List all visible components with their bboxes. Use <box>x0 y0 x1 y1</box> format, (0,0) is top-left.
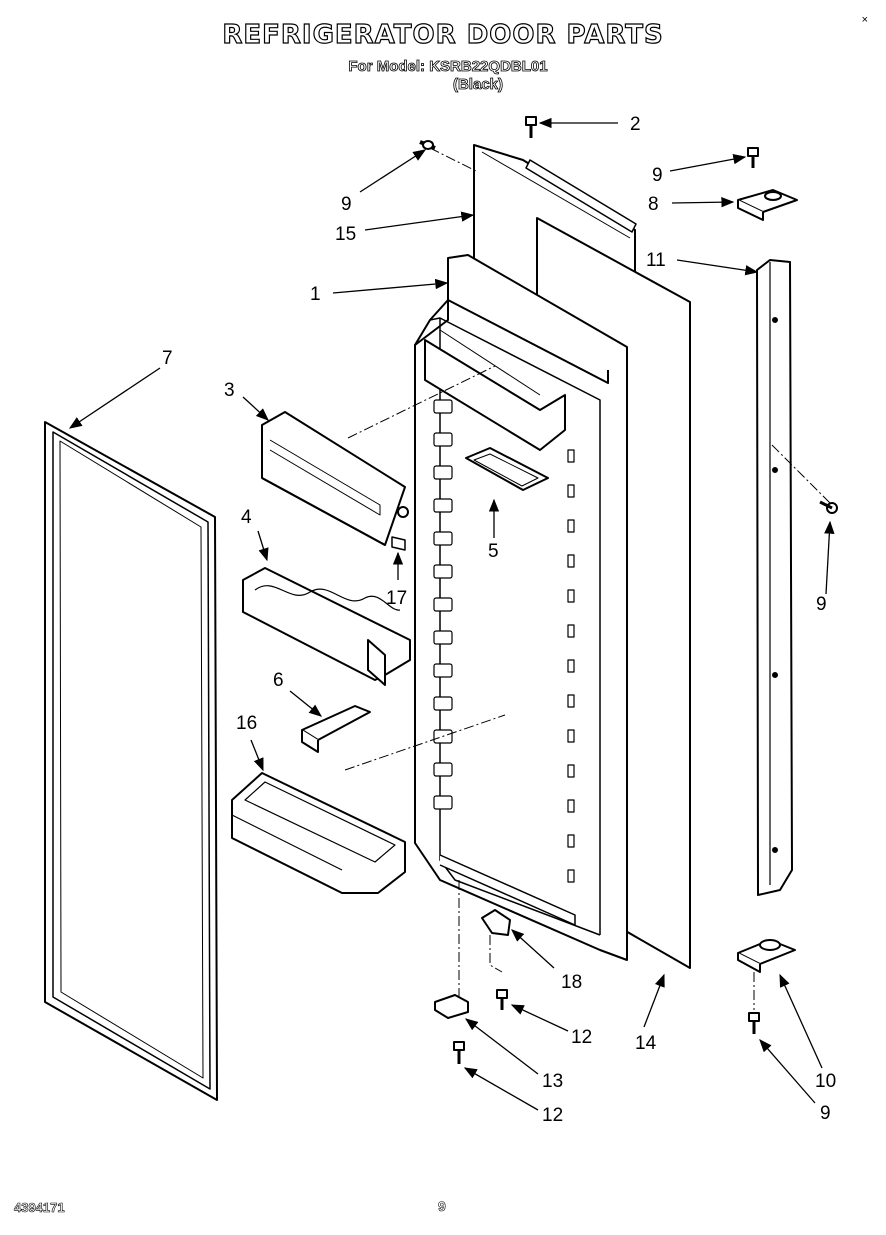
screw-9-top-left <box>419 140 436 150</box>
callout-4: 4 <box>241 507 252 528</box>
door-liner-part <box>414 254 628 961</box>
door-closer-part <box>434 994 469 1019</box>
callout-16: 16 <box>236 713 257 734</box>
page-title: REFRIGERATOR DOOR PARTS <box>222 19 664 50</box>
callout-leaders <box>68 117 835 1111</box>
dairy-door-part <box>261 411 409 546</box>
callout-7: 7 <box>162 348 173 369</box>
screw-2 <box>525 116 537 138</box>
document-number: 4394171 <box>14 1200 65 1216</box>
butter-tray-part <box>465 447 549 491</box>
callout-9-bottom: 9 <box>820 1103 831 1124</box>
clip-part <box>391 536 406 551</box>
callout-9-handle: 9 <box>816 594 827 615</box>
callout-5: 5 <box>488 541 499 562</box>
screw-12-a <box>496 989 508 1010</box>
screw-12-b <box>453 1041 465 1064</box>
retainer-part <box>301 705 371 753</box>
callout-11: 11 <box>646 250 666 271</box>
bracket-part <box>481 909 511 936</box>
assembly-guide-lines <box>344 147 833 1010</box>
callout-8: 8 <box>648 194 659 215</box>
callout-17: 17 <box>386 588 407 609</box>
door-gasket-part <box>44 421 218 1101</box>
egg-tray-part <box>242 567 411 686</box>
callout-2: 2 <box>630 114 641 135</box>
model-line: For Model: KSRB22QDBL01 <box>348 58 548 76</box>
callout-14: 14 <box>635 1033 657 1054</box>
color-line: (Black) <box>452 76 504 94</box>
callout-9-top-left: 9 <box>341 194 352 215</box>
callout-15: 15 <box>335 224 356 245</box>
callout-9-top-right: 9 <box>652 165 663 186</box>
door-bin-part <box>231 772 406 894</box>
callout-18: 18 <box>561 972 582 993</box>
door-handle-part <box>756 259 793 896</box>
callout-3: 3 <box>224 380 235 401</box>
page-number: 9 <box>438 1198 446 1215</box>
screw-9-top-right <box>747 147 759 168</box>
callout-1: 1 <box>310 284 321 305</box>
callout-13: 13 <box>542 1071 563 1092</box>
corner-mark: × <box>861 14 868 26</box>
callout-12-lower: 12 <box>542 1105 563 1126</box>
bottom-hinge-part <box>737 939 796 973</box>
top-hinge-part <box>737 189 798 221</box>
screw-9-handle <box>819 500 838 514</box>
callout-6: 6 <box>273 670 284 691</box>
callout-10: 10 <box>815 1071 836 1092</box>
top-trim-strip <box>525 159 637 233</box>
screw-9-bottom <box>748 1012 760 1034</box>
callout-12-upper: 12 <box>571 1027 592 1048</box>
